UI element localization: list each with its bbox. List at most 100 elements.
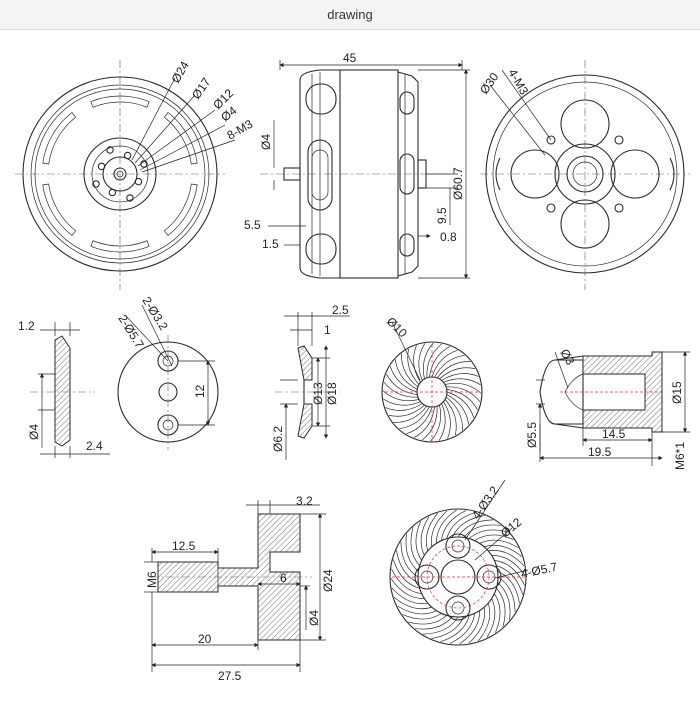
disc-dim-12: 12 bbox=[193, 384, 207, 398]
mount-dim-d13: Ø13 bbox=[311, 382, 325, 405]
fan-blade bbox=[431, 349, 458, 378]
fan-blade bbox=[399, 406, 430, 430]
fan-blade bbox=[430, 404, 442, 442]
fan-blade bbox=[488, 550, 525, 567]
fan-blade bbox=[446, 389, 478, 411]
nut-dim-m6x1: M6*1 bbox=[673, 442, 687, 470]
fan-blade bbox=[385, 403, 423, 411]
adapter-view: 3.2 12.5 M6 6 Ø24 Ø4 20 27.5 bbox=[144, 494, 335, 683]
fan-blade bbox=[444, 382, 482, 394]
mount-dim-2-5: 2.5 bbox=[332, 303, 349, 317]
fan-blade bbox=[391, 587, 428, 604]
mount-hole bbox=[97, 162, 106, 171]
nut-dim-d3: Ø3 bbox=[557, 347, 577, 368]
fan-blade bbox=[440, 615, 470, 643]
mount-hole bbox=[108, 188, 117, 197]
fan-blade bbox=[444, 399, 457, 436]
fan-blade bbox=[406, 406, 433, 435]
nut-dim-d5-5: Ø5.5 bbox=[525, 422, 539, 448]
fan-blade bbox=[383, 382, 418, 398]
rim-slot bbox=[42, 112, 77, 165]
mount-dim-d6-2: Ø6.2 bbox=[271, 426, 285, 452]
fan-blade bbox=[441, 373, 479, 381]
washer-view: 1.2 Ø4 2.4 bbox=[18, 319, 110, 458]
fan-large-dim-4-d5-7: 4-Ø5.7 bbox=[520, 560, 559, 581]
fan-blade bbox=[446, 511, 476, 539]
side-dim-1-5: 1.5 bbox=[262, 237, 279, 251]
fan-blade bbox=[392, 559, 420, 589]
adapter-dim-d24: Ø24 bbox=[321, 569, 335, 592]
fan-blade bbox=[383, 398, 421, 406]
fan-blade bbox=[405, 534, 419, 572]
mount-hole bbox=[123, 151, 132, 160]
side-dim-45: 45 bbox=[343, 51, 357, 65]
fan-blade bbox=[463, 524, 501, 538]
disc-view: 2-Ø5.7 2-Ø3.2 12 bbox=[115, 294, 219, 450]
mount-hole bbox=[126, 194, 134, 202]
nut-view: Ø3 Ø15 Ø5.5 14.5 19.5 M6*1 bbox=[525, 347, 690, 470]
fan-blade bbox=[402, 613, 442, 620]
disc-dim-2-d3-2: 2-Ø3.2 bbox=[139, 294, 170, 333]
washer-dim-2-4: 2.4 bbox=[86, 439, 103, 453]
fan-blade bbox=[422, 342, 434, 380]
fan-blade bbox=[497, 582, 511, 620]
adapter-dim-m6: M6 bbox=[145, 571, 159, 588]
fan-blade bbox=[441, 510, 467, 541]
fan-blade bbox=[439, 367, 476, 380]
adapter-dim-20: 20 bbox=[198, 632, 212, 646]
rear-dim-d30: Ø30 bbox=[477, 70, 502, 97]
fan-blade bbox=[449, 613, 475, 644]
fan-blade bbox=[445, 396, 463, 431]
side-dim-5-5: 5.5 bbox=[244, 218, 261, 232]
fan-small-view: Ø10 bbox=[381, 314, 483, 443]
fan-large-dim-4-d3-2: 4-Ø3.2 bbox=[469, 483, 502, 521]
mount-hole bbox=[92, 180, 100, 188]
side-dim-0-8: 0.8 bbox=[440, 230, 457, 244]
fan-blade bbox=[393, 596, 432, 610]
technical-drawing: Ø24 Ø17 Ø12 Ø4 8-M3 45 Ø4 bbox=[15, 51, 690, 683]
fan-blade bbox=[494, 593, 501, 633]
fan-blade bbox=[389, 366, 418, 393]
fan-blade bbox=[407, 348, 420, 385]
front-dim-d24: Ø24 bbox=[168, 59, 192, 86]
fan-blade bbox=[418, 343, 426, 381]
adapter-dim-3-2: 3.2 bbox=[296, 494, 313, 508]
fan-blade bbox=[438, 403, 446, 441]
washer-dim-1-2: 1.2 bbox=[18, 319, 35, 333]
fan-blade bbox=[388, 404, 425, 417]
adapter-dim-6: 6 bbox=[280, 571, 287, 585]
window-title: drawing bbox=[327, 7, 373, 22]
side-dim-9-5: 9.5 bbox=[435, 207, 449, 224]
fan-blade bbox=[474, 534, 514, 541]
fan-blade bbox=[413, 345, 421, 383]
window-title-bar: drawing bbox=[0, 0, 700, 30]
mount-hole bbox=[134, 177, 143, 186]
rim-slot bbox=[90, 240, 150, 253]
fan-blade bbox=[386, 373, 418, 395]
rim-slot bbox=[163, 183, 198, 236]
fan-blade bbox=[434, 354, 465, 378]
rim-slot bbox=[90, 95, 150, 108]
fan-blade bbox=[484, 544, 523, 558]
fan-blade bbox=[468, 607, 485, 644]
disc-dim-2-d5-7: 2-Ø5.7 bbox=[115, 312, 146, 351]
fan-blade bbox=[390, 578, 425, 599]
fan-blade bbox=[496, 588, 506, 627]
fan-blade bbox=[415, 616, 453, 630]
fan-blade bbox=[459, 610, 480, 645]
fan-blade bbox=[431, 510, 448, 547]
nut-dim-19-5: 19.5 bbox=[588, 445, 612, 459]
fan-blade bbox=[382, 390, 420, 402]
adapter-dim-27-5: 27.5 bbox=[218, 669, 242, 683]
fan-blade bbox=[436, 509, 457, 544]
mount-dim-d18: Ø18 bbox=[325, 382, 339, 405]
fan-blade bbox=[446, 394, 470, 425]
mount-view: 2.5 1 Ø13 Ø18 Ø6.2 bbox=[271, 303, 350, 460]
fan-blade bbox=[413, 406, 435, 438]
fan-blade bbox=[408, 615, 447, 625]
adapter-dim-12-5: 12.5 bbox=[172, 539, 196, 553]
fan-blade bbox=[443, 401, 451, 439]
fan-blade bbox=[410, 527, 420, 566]
fan-blade bbox=[393, 405, 428, 423]
fan-blade bbox=[443, 378, 481, 386]
